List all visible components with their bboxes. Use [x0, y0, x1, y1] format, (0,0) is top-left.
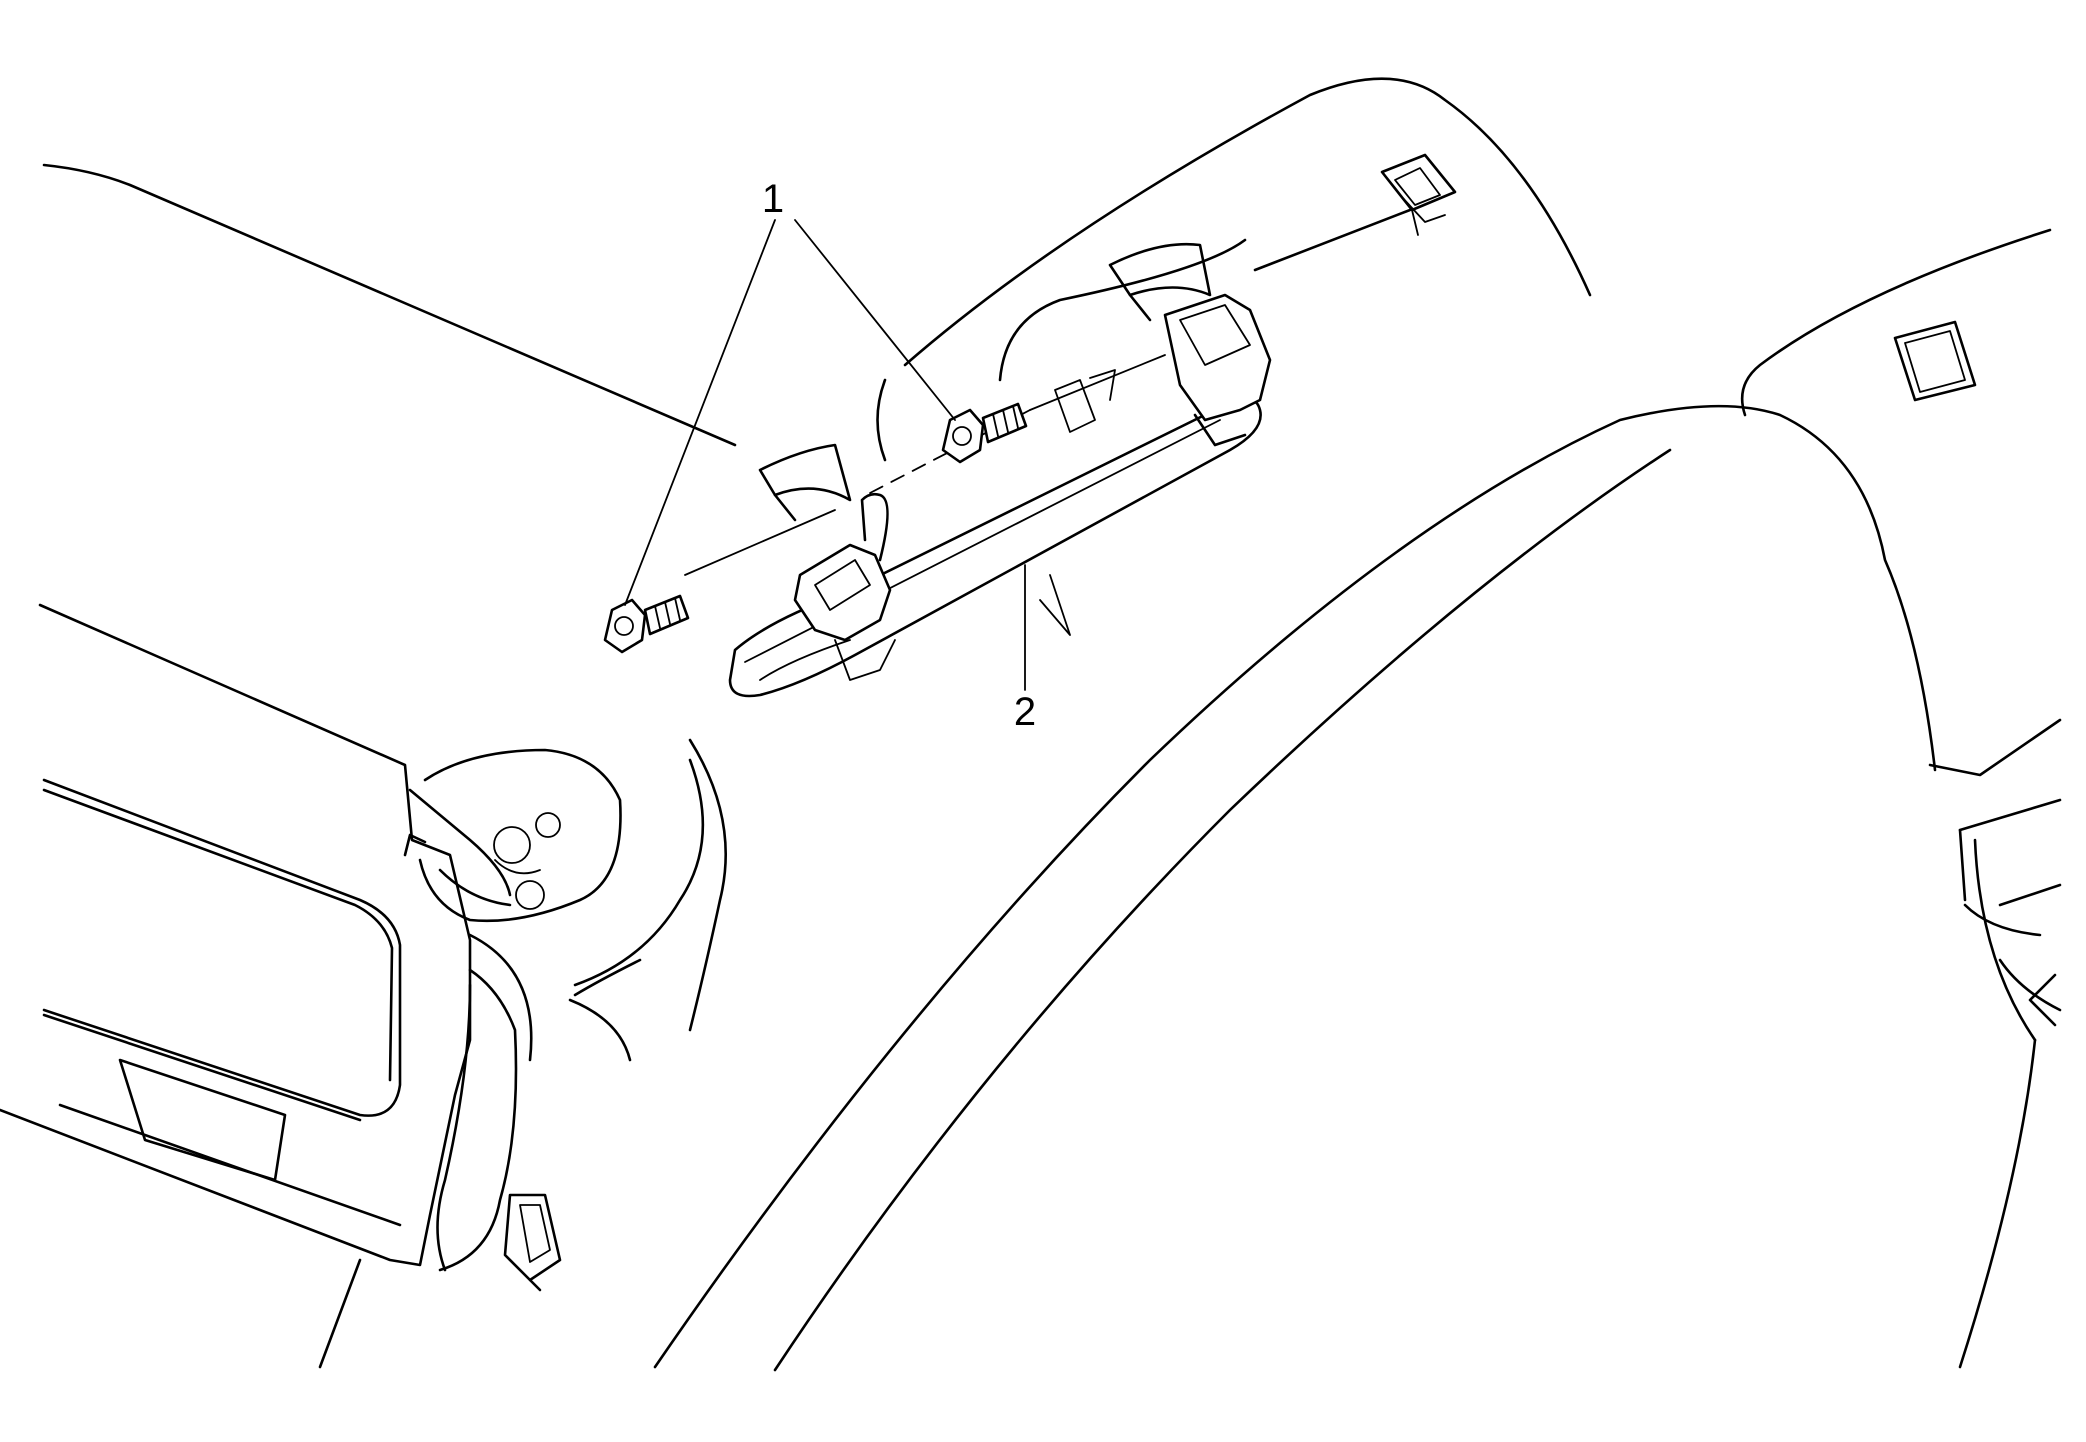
- callout-label-2: 2: [1014, 690, 1036, 734]
- sun-visor: [0, 603, 518, 1369]
- bolt-icon: [941, 402, 1028, 464]
- trim-clip: [1893, 320, 1977, 402]
- assist-handle-icon: [684, 242, 1272, 698]
- visor-mount: [403, 748, 642, 1062]
- bolt-icon: [603, 594, 690, 654]
- visor-clip: [503, 1193, 562, 1292]
- mount-arc: [573, 738, 728, 1032]
- trim-clip-top: [1380, 153, 1457, 236]
- callout-leaders: [624, 219, 1026, 691]
- roof-side-panel: [653, 228, 2062, 1372]
- callout-label-1: 1: [762, 177, 784, 221]
- headliner-panel: [42, 77, 1592, 462]
